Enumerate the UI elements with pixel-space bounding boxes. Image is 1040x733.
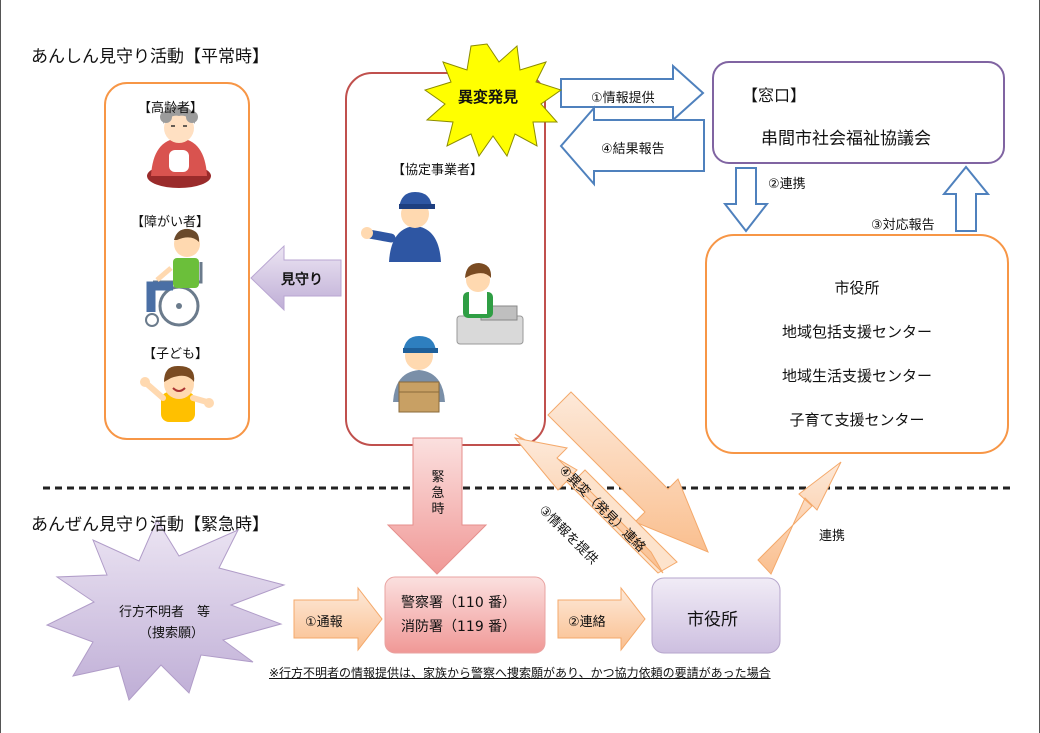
agency-item: 市役所 — [834, 279, 880, 297]
contact-arrow-label: ②連絡 — [568, 615, 606, 630]
elderly-label: 【高齢者】 — [138, 101, 204, 116]
agency-item: 地域生活支援センター — [781, 367, 932, 385]
window-label: 【窓口】 — [742, 86, 807, 105]
report-arrow-label: ①通報 — [305, 615, 343, 630]
info-provide-arrow — [560, 63, 705, 123]
coordinate-diag-label: 連携 — [819, 529, 846, 544]
search-request-label: （捜索願） — [139, 626, 205, 641]
agency-item: 地域包括支援センター — [781, 323, 932, 341]
missing-burst — [45, 518, 286, 701]
police-fire-box — [384, 576, 546, 654]
wheelchair-person-icon — [145, 228, 203, 327]
police-label: 警察署（110 番） — [401, 595, 517, 611]
normal-section-title: あんしん見守り活動【平常時】 — [31, 47, 269, 67]
disabled-label: 【障がい者】 — [131, 215, 210, 230]
emergency-section-title: あんぜん見守り活動【緊急時】 — [31, 515, 269, 535]
missing-label: 行方不明者 等 — [119, 605, 211, 620]
window-box — [712, 61, 1005, 164]
anomaly-burst-label: 異変発見 — [458, 88, 519, 106]
response-report-label: ③対応報告 — [871, 218, 935, 233]
window-name: 串間市社会福祉協議会 — [761, 129, 931, 149]
children-label: 【子ども】 — [143, 347, 209, 362]
report-arrow — [293, 586, 383, 652]
contact-arrow — [557, 586, 646, 652]
store-clerk-icon — [456, 263, 524, 345]
city-hall-label: 市役所 — [687, 610, 738, 630]
child-icon — [140, 365, 214, 422]
watch-label: 見守り — [281, 272, 323, 288]
elderly-person-icon — [147, 106, 211, 188]
anomaly-contact-arrow — [547, 391, 709, 553]
watch-arrow — [250, 244, 342, 312]
response-report-up-arrow — [941, 165, 991, 232]
fire-label: 消防署（119 番） — [401, 619, 517, 635]
result-report-label: ④結果報告 — [601, 142, 665, 157]
info-provide-diag-arrow — [513, 437, 664, 574]
city-hall-box — [651, 577, 781, 654]
agencies-box — [705, 234, 1009, 454]
footnote: ※行方不明者の情報提供は、家族から警察へ捜索願があり、かつ協力依頼の要請があった… — [269, 666, 771, 680]
coordinate-down-arrow — [722, 167, 770, 233]
coordinate-label: ②連携 — [768, 177, 806, 192]
business-header: 【協定事業者】 — [392, 163, 484, 178]
delivery-worker-icon — [361, 192, 441, 262]
agencies-list: 市役所 地域包括支援センター 地域生活支援センター 子育て支援センター — [706, 266, 1008, 442]
anomaly-burst-shape — [423, 43, 563, 158]
agency-item: 子育て支援センター — [789, 411, 925, 429]
coordinate-diag-arrow — [757, 461, 842, 575]
box-carrier-icon — [393, 336, 445, 413]
info-provide-label: ①情報提供 — [591, 91, 655, 106]
emergency-down-arrow — [386, 437, 488, 575]
result-report-arrow — [559, 105, 705, 187]
emergency-label: 緊急時 — [431, 470, 445, 517]
